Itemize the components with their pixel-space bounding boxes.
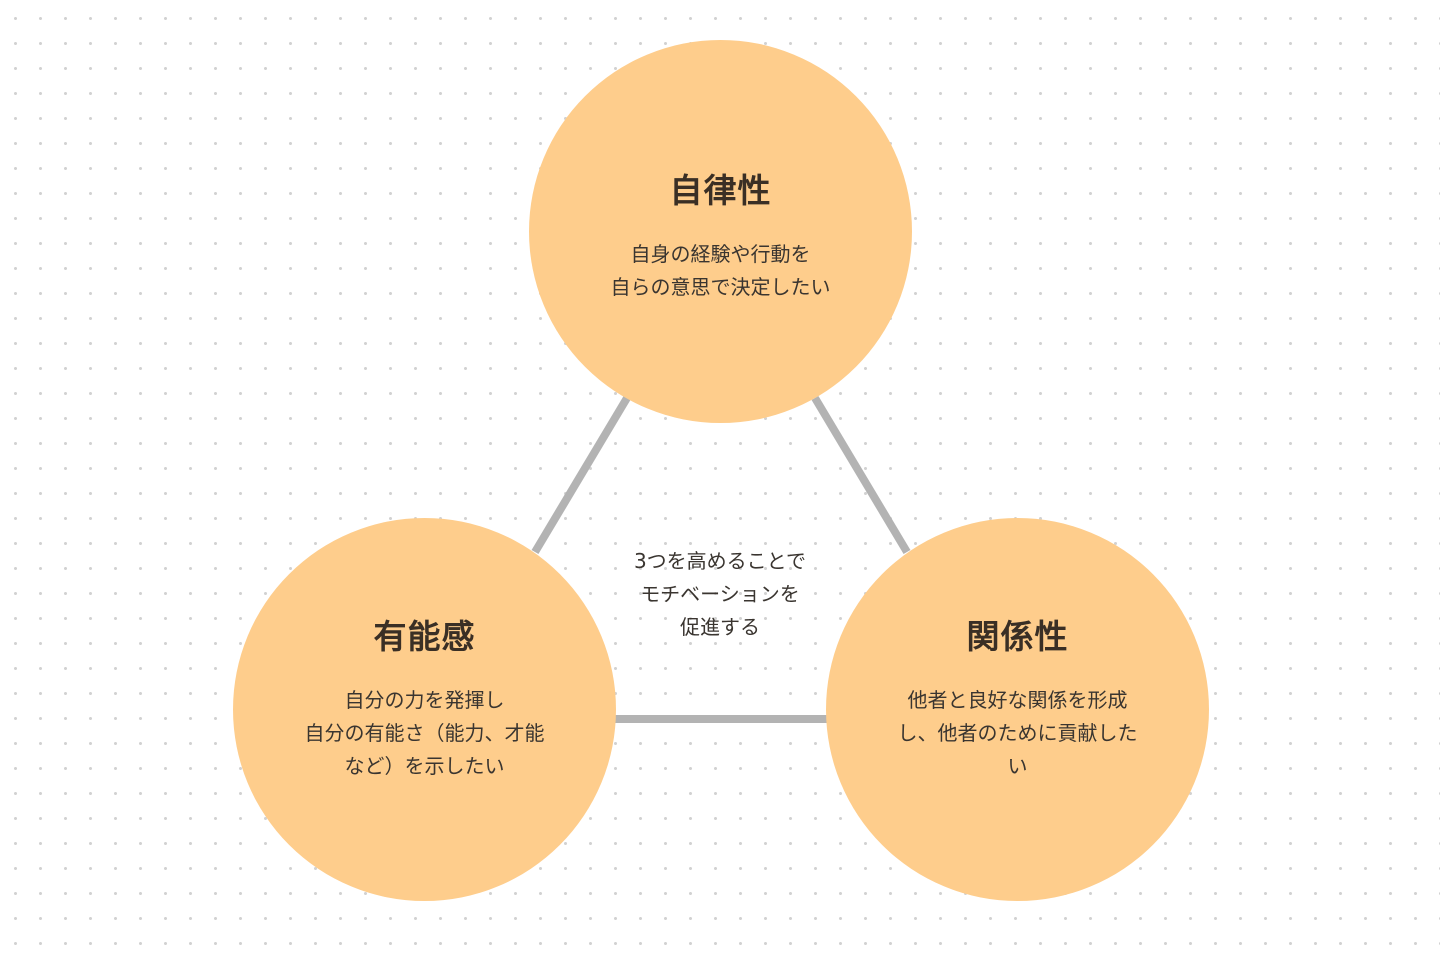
node-relatedness-desc-line: し、他者のために貢献した <box>897 721 1138 745</box>
node-autonomy-description: 自身の経験や行動を 自らの意思で決定したい <box>574 238 867 304</box>
node-competence-desc-line: 自分の有能さ（能力、才能 <box>304 721 545 745</box>
center-note-line: モチベーションを <box>640 582 800 606</box>
node-relatedness[interactable]: 関係性 他者と良好な関係を形成 し、他者のために貢献した い <box>826 518 1209 901</box>
node-relatedness-description: 他者と良好な関係を形成 し、他者のために貢献した い <box>866 684 1169 783</box>
node-competence-desc-line: 自分の力を発揮し <box>344 688 505 712</box>
center-note: 3つを高めることで モチベーションを 促進する <box>600 545 840 644</box>
node-relatedness-title: 関係性 <box>966 617 1069 656</box>
node-relatedness-desc-line: い <box>1007 754 1028 778</box>
center-note-line: 3つを高めることで <box>633 549 807 573</box>
node-competence[interactable]: 有能感 自分の力を発揮し 自分の有能さ（能力、才能 など）を示したい <box>233 518 616 901</box>
node-competence-desc-line: など）を示したい <box>344 754 505 778</box>
connector-autonomy-competence <box>531 395 631 555</box>
node-autonomy-desc-line: 自身の経験や行動を <box>630 242 811 266</box>
node-relatedness-desc-line: 他者と良好な関係を形成 <box>907 688 1128 712</box>
center-note-line: 促進する <box>680 615 760 639</box>
connector-autonomy-relatedness <box>811 395 911 555</box>
node-competence-description: 自分の力を発揮し 自分の有能さ（能力、才能 など）を示したい <box>278 684 571 783</box>
node-autonomy-title: 自律性 <box>669 171 772 210</box>
node-autonomy-desc-line: 自らの意思で決定したい <box>610 275 831 299</box>
node-competence-title: 有能感 <box>373 617 476 656</box>
node-autonomy[interactable]: 自律性 自身の経験や行動を 自らの意思で決定したい <box>529 40 912 423</box>
